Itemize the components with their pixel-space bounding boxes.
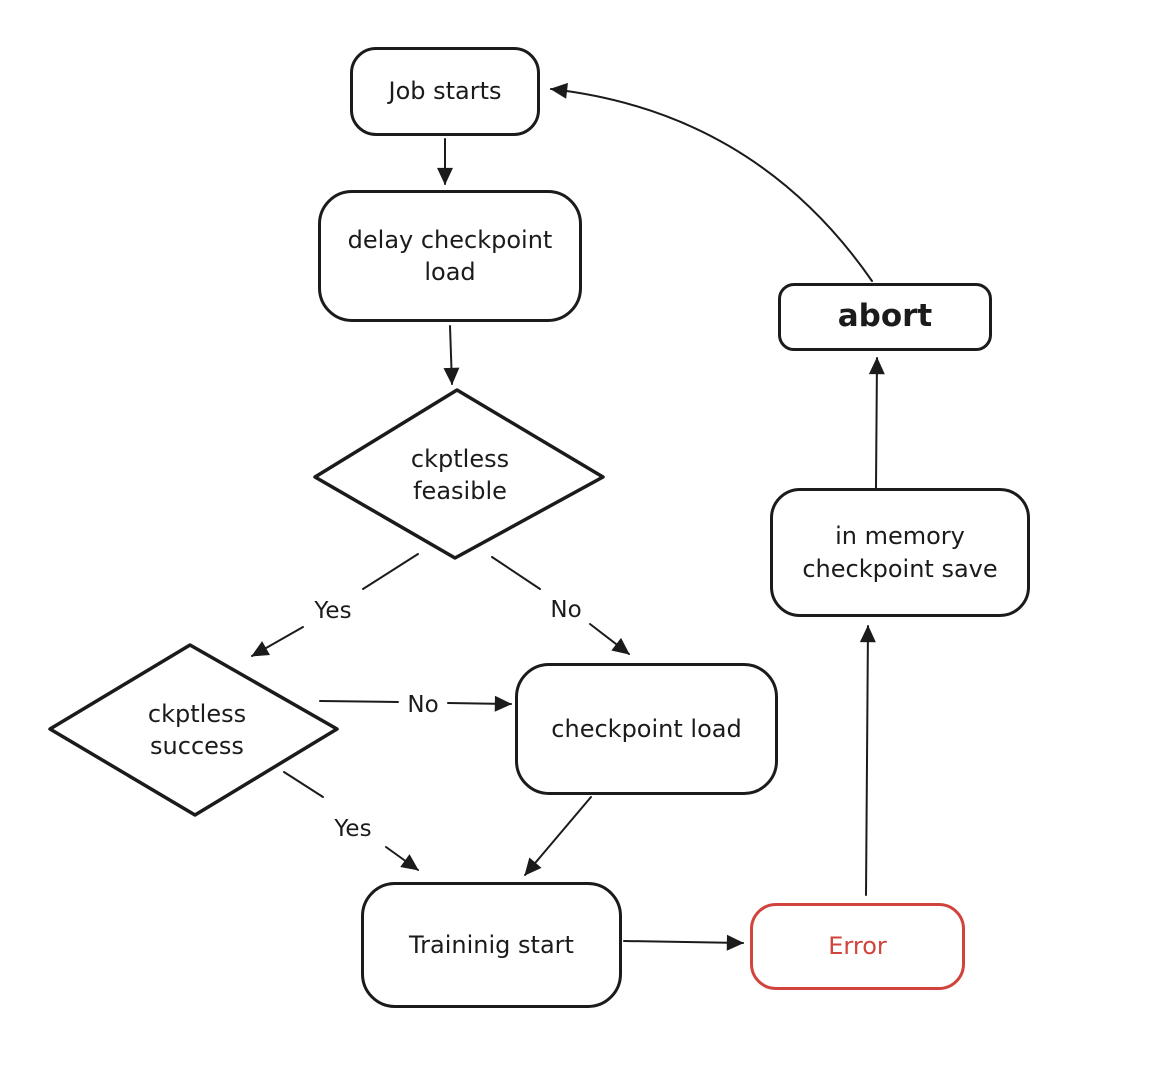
edge-label-feasible-no: No [550, 597, 581, 623]
node-ckptless-success: ckptless success [117, 680, 277, 780]
edge-training-to-error [623, 934, 744, 951]
edge-feasible-yes-seg1 [362, 553, 419, 590]
node-ckptless-feasible: ckptless feasible [380, 425, 540, 525]
edge-delay-to-feasible [443, 325, 460, 385]
ckptless-success-diamond [48, 643, 339, 817]
edge-label-success-yes: Yes [333, 816, 371, 842]
node-checkpoint-load: checkpoint load [515, 663, 778, 795]
edge-success-no-seg2 [447, 695, 512, 712]
edge-success-yes-seg1 [283, 771, 324, 798]
node-delay-checkpoint-load-label: delay checkpoint load [347, 225, 553, 286]
node-in-memory-checkpoint-save-label: in memory checkpoint save [802, 522, 998, 583]
ckptless-feasible-diamond [313, 388, 605, 560]
node-ckptless-feasible-label: ckptless feasible [410, 444, 510, 505]
node-in-memory-checkpoint-save: in memory checkpoint save [770, 488, 1030, 617]
edge-ckload-to-training [524, 796, 592, 876]
node-abort-label: abort [837, 298, 933, 335]
node-error-label: Error [828, 932, 887, 961]
edge-error-to-inmemory [859, 625, 876, 896]
edge-feasible-no-seg2 [589, 623, 630, 655]
edge-label-feasible-yes: Yes [313, 598, 351, 624]
edge-success-yes-seg2 [385, 846, 419, 871]
node-delay-checkpoint-load: delay checkpoint load [318, 190, 582, 322]
edge-abort-to-job [550, 82, 873, 282]
node-ckptless-success-label: ckptless success [147, 699, 247, 760]
node-error: Error [750, 903, 965, 990]
node-job-starts-label: Job starts [388, 77, 502, 106]
node-checkpoint-load-label: checkpoint load [551, 714, 742, 743]
edge-success-no-seg1 [319, 700, 399, 703]
edge-label-success-no: No [407, 692, 438, 718]
edge-feasible-yes-seg2 [251, 626, 304, 657]
node-job-starts: Job starts [350, 47, 540, 136]
node-abort: abort [778, 283, 992, 351]
edge-feasible-no-seg1 [491, 556, 541, 590]
node-traininig-start: Traininig start [361, 882, 622, 1008]
node-traininig-start-label: Traininig start [409, 930, 574, 959]
